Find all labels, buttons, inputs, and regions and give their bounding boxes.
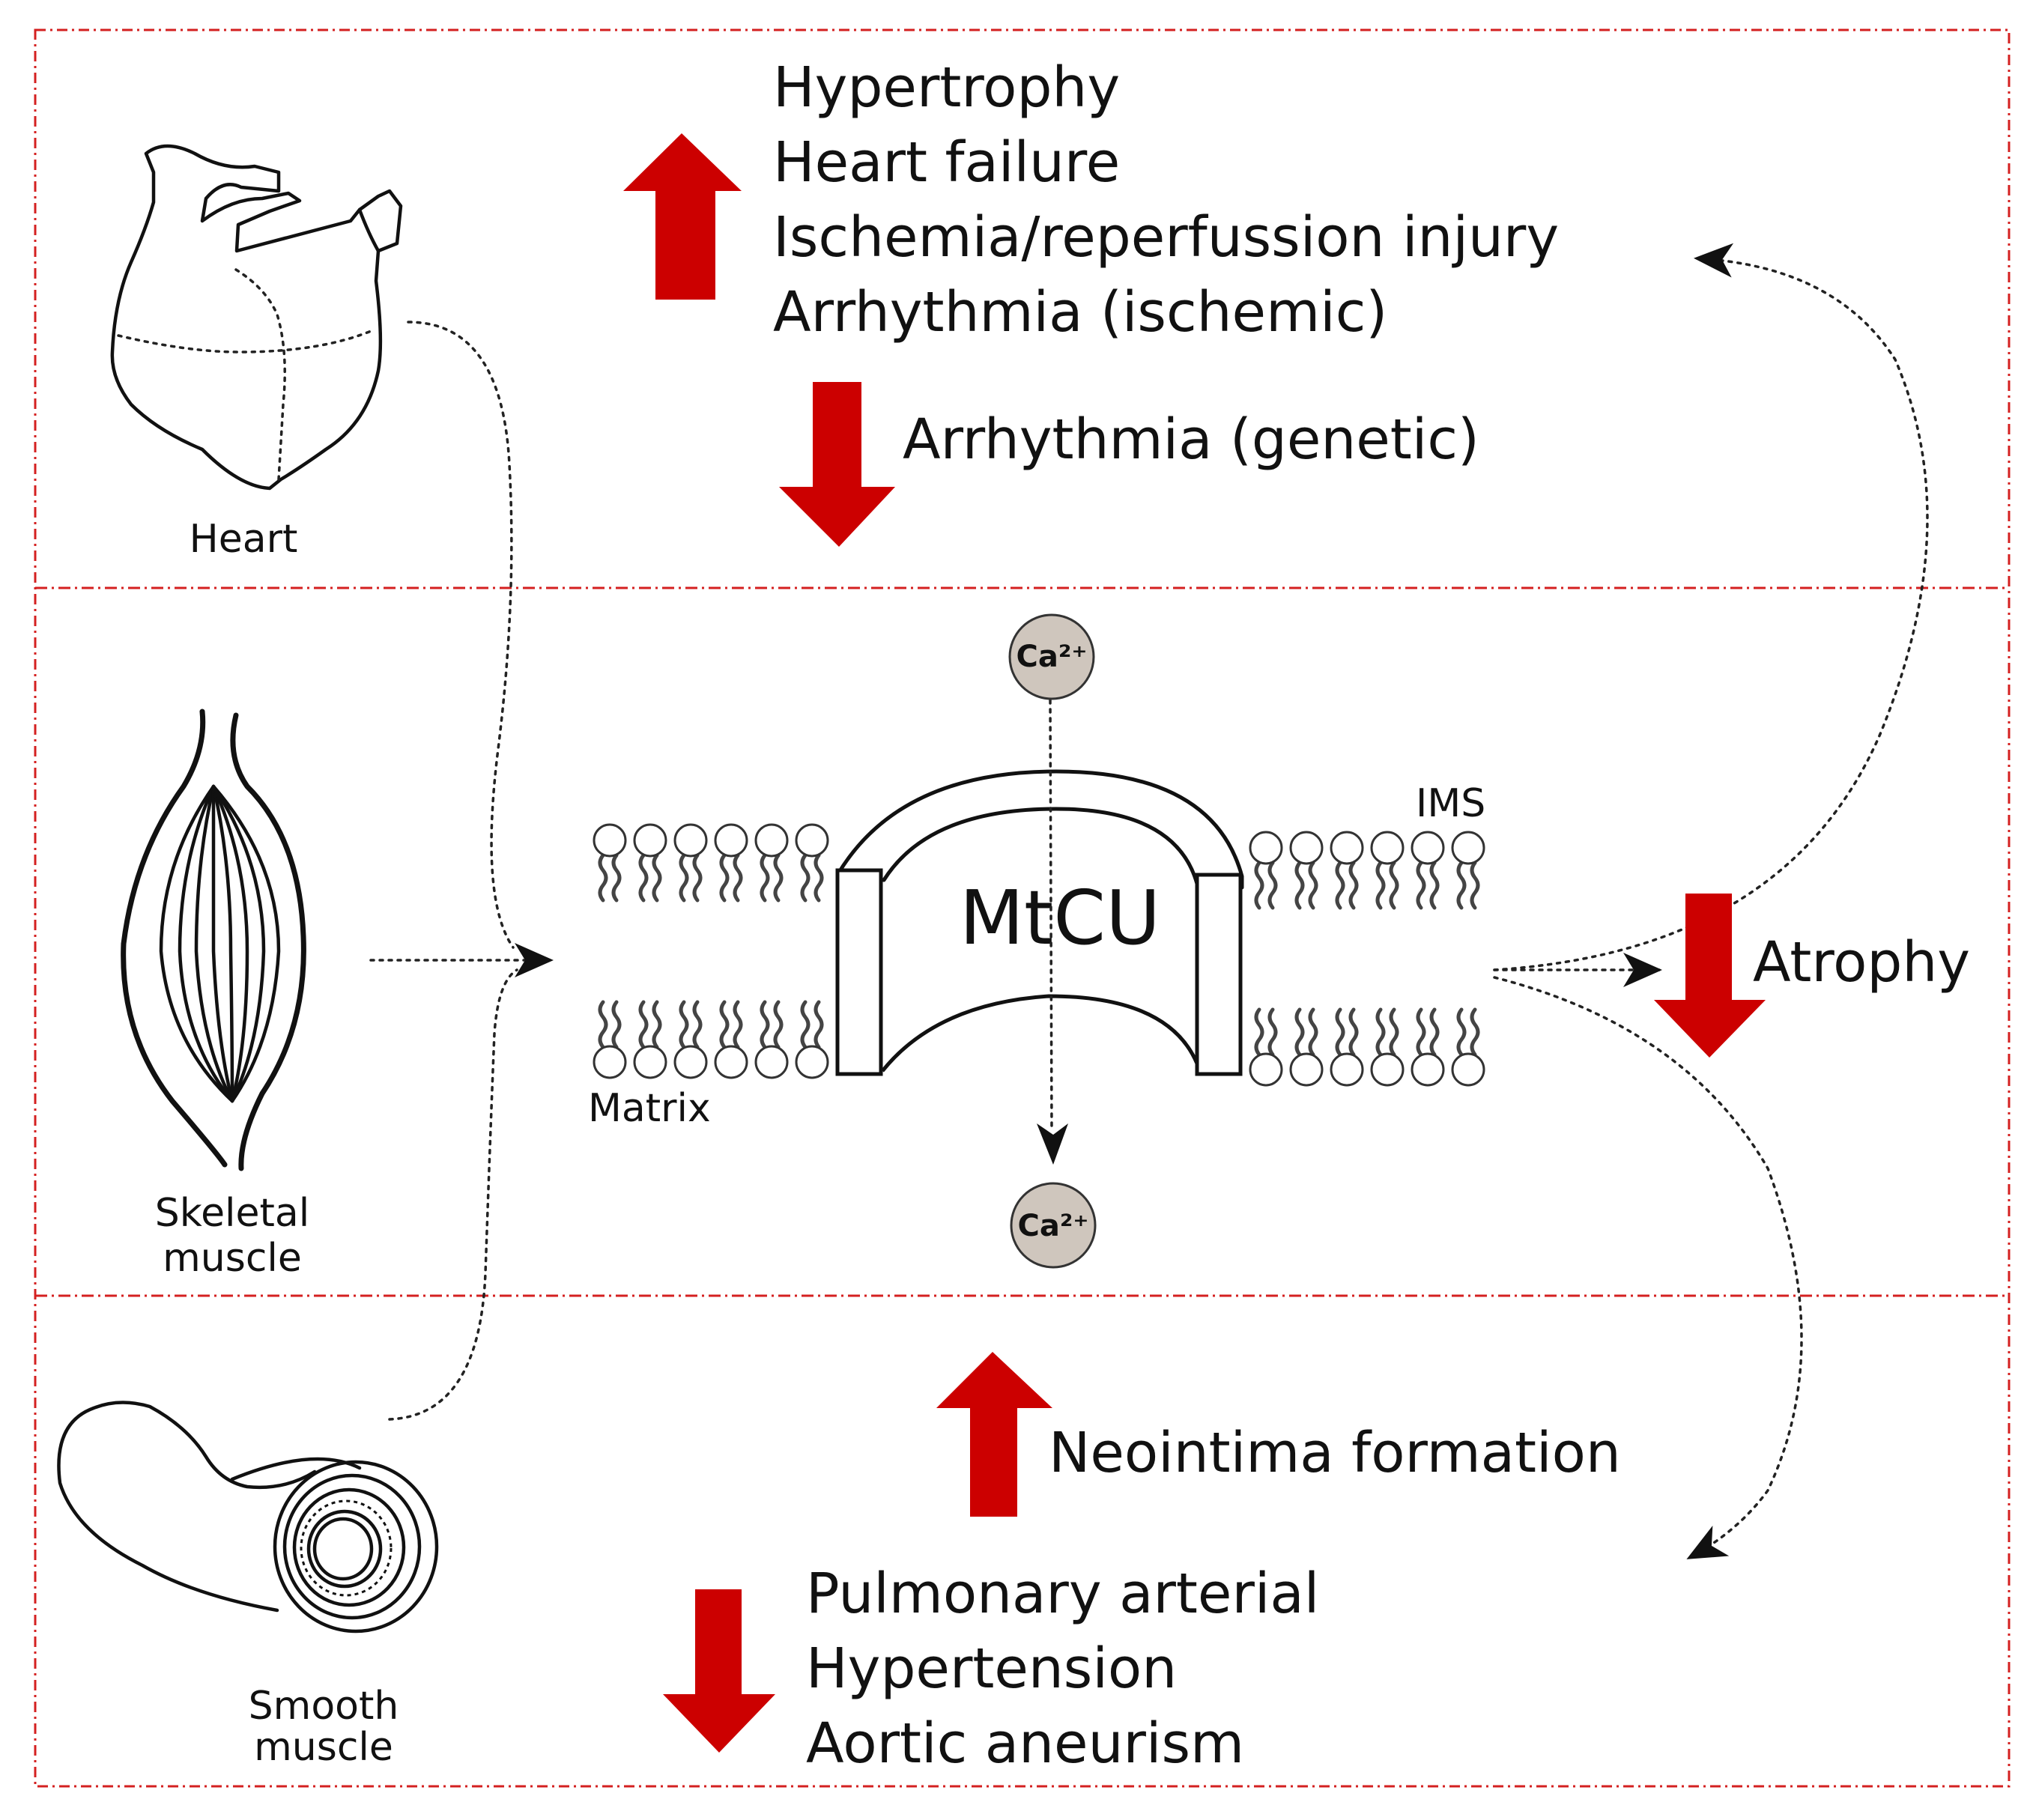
outer-frame bbox=[34, 28, 2011, 1788]
smooth-up-arrow bbox=[936, 1352, 1052, 1517]
calcium-transport-path bbox=[1049, 699, 1053, 1132]
smooth-label-line1: Smooth bbox=[249, 1684, 399, 1729]
calcium-ion-top-label: Ca²⁺ bbox=[1016, 640, 1088, 674]
heart-to-membrane-connector bbox=[407, 321, 515, 949]
smooth-muscle-vessel-icon bbox=[57, 1401, 439, 1634]
mtcu-channel-icon bbox=[835, 769, 1244, 1076]
smooth-up-item: Neointima formation bbox=[1049, 1421, 1621, 1485]
heart-down-item: Arrhythmia (genetic) bbox=[903, 407, 1479, 472]
ims-label: IMS bbox=[1416, 781, 1485, 826]
membrane-to-heart-outcomes-connector bbox=[1493, 243, 1929, 971]
heart-down-arrow bbox=[779, 382, 895, 547]
calcium-transport-arrowhead bbox=[1037, 1123, 1068, 1165]
heart-up-item: Arrhythmia (ischemic) bbox=[773, 280, 1387, 345]
calcium-ion-icon bbox=[1010, 1182, 1097, 1269]
skeletal-muscle-icon bbox=[121, 709, 306, 1171]
heart-up-item: Heart failure bbox=[773, 130, 1120, 195]
skeletal-label-line1: Skeletal bbox=[155, 1191, 309, 1236]
smooth-to-membrane-connector bbox=[388, 968, 518, 1421]
matrix-label: Matrix bbox=[588, 1086, 711, 1131]
skeletal-label-line2: muscle bbox=[163, 1236, 302, 1281]
smooth-down-arrow bbox=[663, 1589, 775, 1753]
heart-label: Heart bbox=[190, 517, 298, 562]
heart-up-item: Ischemia/reperfussion injury bbox=[773, 205, 1559, 270]
smooth-down-item: Hypertension bbox=[806, 1637, 1177, 1701]
heart-icon bbox=[110, 144, 403, 491]
calcium-ion-bottom-label: Ca²⁺ bbox=[1018, 1209, 1089, 1243]
mtcu-label: MtCU bbox=[960, 874, 1161, 962]
smooth-label-line2: muscle bbox=[254, 1725, 393, 1770]
heart-up-item: Hypertrophy bbox=[773, 55, 1120, 120]
calcium-ion-icon bbox=[1008, 613, 1095, 700]
smooth-down-item: Pulmonary arterial bbox=[806, 1562, 1319, 1626]
heart-up-arrow bbox=[623, 133, 742, 300]
membrane-to-smooth-outcomes-connector bbox=[1493, 976, 1803, 1559]
smooth-down-item: Aortic aneurism bbox=[806, 1711, 1244, 1776]
skeletal-down-arrow bbox=[1654, 894, 1766, 1058]
left-lipid-bilayer bbox=[594, 825, 828, 1078]
right-lipid-bilayer bbox=[1250, 832, 1484, 1085]
skeletal-down-item: Atrophy bbox=[1753, 930, 1970, 995]
